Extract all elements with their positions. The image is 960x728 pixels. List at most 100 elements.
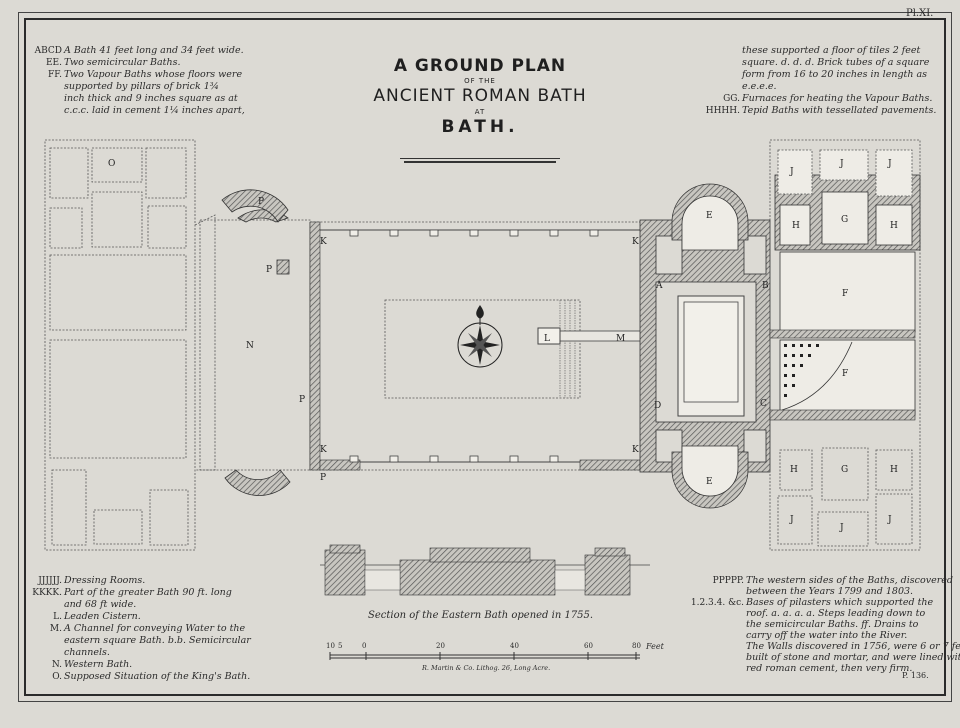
legend-line: the semicircular Baths. ff. Drains to — [690, 619, 960, 630]
title-line-5: BATH. — [441, 117, 519, 137]
east-rooms — [769, 139, 921, 551]
legend-text: Dressing Rooms. — [64, 575, 146, 586]
legend-key: L. — [53, 612, 62, 622]
legend-line: The Walls discovered in 1756, were 6 or … — [690, 641, 960, 652]
label-B: B — [762, 281, 769, 291]
pier — [276, 259, 290, 275]
scale-unit: Feet — [646, 642, 664, 651]
legend-text: the semicircular Baths. ff. Drains to — [746, 619, 919, 630]
section-drawing — [320, 544, 650, 596]
legend-text: The Walls discovered in 1756, were 6 or … — [746, 641, 960, 652]
legend-bottom-right: PPPPP.The western sides of the Baths, di… — [690, 575, 960, 674]
legend-text: inch thick and 9 inches square as at — [64, 93, 238, 104]
legend-text: Two semicircular Baths. — [64, 57, 181, 68]
legend-text: between the Years 1799 and 1803. — [746, 586, 914, 597]
title-rule — [400, 158, 560, 159]
legend-line: inch thick and 9 inches square as at — [30, 93, 245, 105]
legend-line: built of stone and mortar, and were line… — [690, 652, 960, 663]
label-N: N — [246, 341, 254, 351]
label-L: L — [544, 334, 550, 344]
legend-line: PPPPP.The western sides of the Baths, di… — [690, 575, 960, 586]
legend-text: eastern square Bath. b.b. Semicircular — [64, 635, 251, 646]
legend-line: and 68 ft wide. — [30, 599, 251, 611]
label-G2: G — [841, 465, 848, 475]
engraver-credit: R. Martin & Co. Lithog. 26, Long Acre. — [422, 664, 551, 672]
label-P3: P — [299, 395, 305, 405]
legend-line: roof. a. a. a. a. Steps leading down to — [690, 608, 960, 619]
legend-text: Leaden Cistern. — [64, 611, 141, 622]
title-rule-2 — [404, 161, 556, 163]
legend-text: built of stone and mortar, and were line… — [746, 652, 960, 663]
legend-text: Western Bath. — [64, 659, 133, 670]
title-line-4: AT — [474, 108, 486, 116]
label-G1: G — [841, 215, 848, 225]
label-P4: P — [320, 473, 326, 483]
label-K4: K — [632, 445, 639, 455]
legend-text: c.c.c. laid in cement 1¼ inches apart, — [64, 105, 245, 116]
legend-text: channels. — [64, 647, 110, 658]
legend-bottom-left: JJJJJJ.Dressing Rooms.KKKK.Part of the g… — [30, 575, 251, 683]
legend-text: these supported a floor of tiles 2 feet — [742, 45, 921, 56]
title-block: A GROUND PLAN OF THE ANCIENT ROMAN BATH … — [330, 56, 630, 137]
legend-text: carry off the water into the River. — [746, 630, 908, 641]
legend-text: e.e.e.e. — [742, 81, 777, 92]
legend-line: EE.Two semicircular Baths. — [30, 57, 245, 69]
legend-line: red roman cement, then very firm. — [690, 663, 960, 674]
legend-text: Bases of pilasters which supported the — [746, 597, 934, 608]
legend-line: c.c.c. laid in cement 1¼ inches apart, — [30, 105, 245, 117]
legend-line: channels. — [30, 647, 251, 659]
legend-text: Supposed Situation of the King's Bath. — [64, 671, 251, 682]
scale-tick-label: 5 — [338, 642, 343, 650]
compass-rose — [457, 305, 503, 368]
legend-text: Furnaces for heating the Vapour Baths. — [742, 93, 933, 104]
label-H1: H — [792, 221, 800, 231]
label-F2: F — [842, 369, 848, 379]
legend-text: A Channel for conveying Water to the — [64, 623, 246, 634]
upper-semicircle-wall-2 — [221, 189, 289, 223]
legend-key: O. — [52, 672, 62, 682]
label-C: C — [760, 399, 767, 409]
label-K3: K — [320, 445, 327, 455]
legend-text: supported by pillars of brick 1¾ — [64, 81, 219, 92]
label-H3: H — [790, 465, 798, 475]
legend-line: supported by pillars of brick 1¾ — [30, 81, 245, 93]
legend-line: KKKK.Part of the greater Bath 90 ft. lon… — [30, 587, 251, 599]
legend-key: 1.2.3.4. &c. — [690, 598, 744, 608]
label-J1: J — [789, 167, 794, 177]
label-F1: F — [842, 289, 848, 299]
legend-key: GG. — [723, 94, 740, 104]
label-J5: J — [839, 523, 844, 533]
legend-key: JJJJJJ. — [38, 576, 62, 586]
legend-key: ABCD — [34, 46, 62, 56]
scale-tick-label: 10 — [326, 642, 335, 650]
legend-text: form from 16 to 20 inches in length as — [742, 69, 928, 80]
legend-line: N.Western Bath. — [30, 659, 251, 671]
legend-text: The western sides of the Baths, discover… — [746, 575, 953, 586]
label-J3: J — [887, 159, 892, 169]
legend-text: roof. a. a. a. a. Steps leading down to — [746, 608, 926, 619]
legend-line: e.e.e.e. — [700, 81, 936, 93]
legend-line: form from 16 to 20 inches in length as — [700, 69, 936, 81]
label-K2: K — [632, 237, 639, 247]
page-reference: P. 136. — [902, 671, 929, 680]
label-M: M — [616, 334, 625, 344]
western-rooms — [44, 139, 216, 551]
legend-key: PPPPP. — [712, 576, 744, 586]
legend-line: L.Leaden Cistern. — [30, 611, 251, 623]
label-J4: J — [789, 515, 794, 525]
legend-key: HHHH. — [705, 106, 740, 116]
lower-semicircle-wall — [224, 469, 291, 496]
legend-text: Part of the greater Bath 90 ft. long — [64, 587, 232, 598]
great-bath — [309, 221, 681, 471]
legend-line: M.A Channel for conveying Water to the — [30, 623, 251, 635]
legend-text: and 68 ft wide. — [64, 599, 137, 610]
legend-text: red roman cement, then very firm. — [746, 663, 913, 674]
label-P1: P — [258, 197, 264, 207]
scale-bar — [329, 652, 640, 660]
scale-tick-label: 80 — [632, 642, 641, 650]
